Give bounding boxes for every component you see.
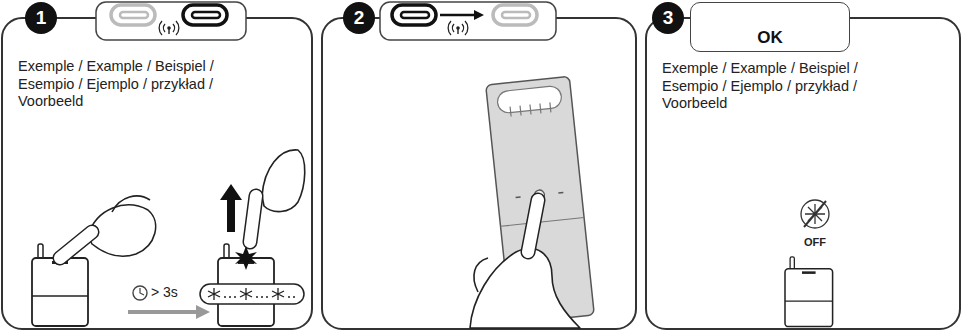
step-number: 3 <box>652 2 684 34</box>
panel-outline <box>2 18 960 329</box>
step-number-text: 3 <box>663 7 674 29</box>
hand <box>60 150 305 258</box>
example-note: Exemple / Example / Beispiel / Esempio /… <box>662 60 897 113</box>
step-number-text: 1 <box>36 7 47 29</box>
up-arrow <box>220 184 242 232</box>
step-number-text: 2 <box>354 7 365 29</box>
status-box: OK <box>690 2 850 52</box>
transmitter-device <box>785 257 833 327</box>
status-text: OK <box>757 28 783 48</box>
press-flash <box>235 246 257 270</box>
status-label: OFF <box>804 236 826 248</box>
step-number: 2 <box>343 2 375 34</box>
example-note: Exemple / Example / Beispiel / Esempio /… <box>18 58 253 111</box>
off-light <box>801 200 829 228</box>
header-box <box>96 2 556 40</box>
blink-band <box>200 284 304 304</box>
hand <box>470 200 580 328</box>
step-panel: Exemple / Example / Beispiel / Esempio /… <box>646 18 960 329</box>
duration-label: > 3s <box>151 284 178 300</box>
step-panel: 2 <box>322 18 636 329</box>
step-panel: Exemple / Example / Beispiel / Esempio /… <box>2 18 312 329</box>
step-number: 1 <box>25 2 57 34</box>
